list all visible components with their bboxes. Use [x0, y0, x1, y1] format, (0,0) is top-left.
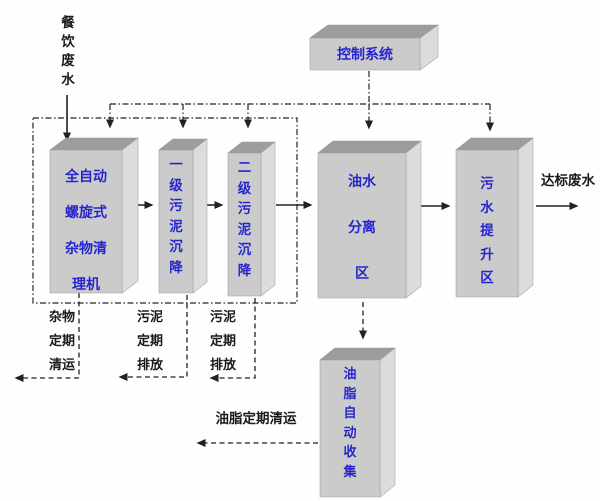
box-secondary-settling-shape	[227, 141, 276, 297]
outflow-label: 达标废水	[541, 173, 595, 188]
control-signal-lines	[106, 71, 494, 132]
grease-removal-label: 油脂定期清运	[215, 411, 297, 426]
screen-machine-label: 全自动 螺旋式 杂物清 理机	[65, 168, 107, 292]
box-primary-settling-shape	[158, 138, 208, 294]
pretreatment-enclosure-outline	[32, 117, 298, 304]
sludge-discharge-line-2	[209, 298, 256, 382]
box-grease-collection-shape	[319, 347, 396, 498]
control-system-label: 控制系统	[337, 46, 393, 62]
sewage-lift-label: 污 水 提 升 区	[480, 176, 494, 285]
sludge-discharge-label-1: 污泥 定期 排放	[136, 309, 163, 372]
box-screen-machine-shape	[49, 137, 139, 294]
discharge-lines	[14, 293, 367, 447]
sludge-discharge-line-1	[118, 295, 188, 381]
oil-water-separation-label: 油水 分离 区	[348, 173, 376, 281]
primary-settling-label: 一 级 污 泥 沉 降	[169, 157, 183, 275]
grease-collection-label: 油 脂 自 动 收 集	[343, 366, 357, 479]
debris-removal-line	[14, 293, 80, 382]
inflow-label: 餐 饮 废 水	[61, 15, 75, 87]
sludge-discharge-label-2: 污泥 定期 排放	[209, 309, 236, 372]
box-oil-water-separation-shape	[317, 140, 422, 299]
box-control-system-shape	[309, 24, 439, 71]
debris-removal-label: 杂物 定期 清运	[48, 309, 75, 372]
secondary-settling-label: 二 级 污 泥 沉 降	[237, 160, 252, 278]
box-sewage-lift-shape	[455, 137, 534, 298]
